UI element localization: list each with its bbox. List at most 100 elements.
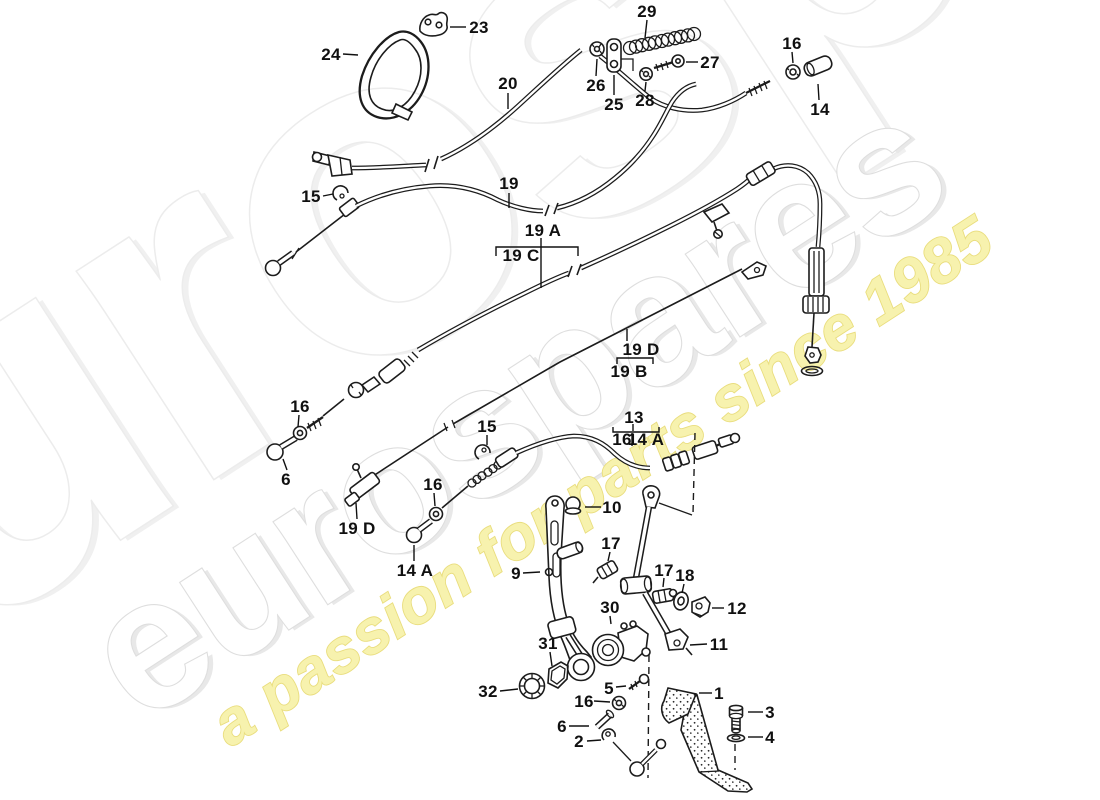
- vacuum-actuator-30: [591, 620, 651, 667]
- part-label-31: 31: [538, 634, 558, 653]
- part-label-25: 25: [604, 95, 624, 114]
- part-label-30: 30: [600, 598, 620, 617]
- nut-16-bottom: [611, 695, 627, 711]
- leader-line-17: [607, 551, 611, 562]
- callout-bracket-19d: [616, 329, 654, 364]
- cap-nut-10: [564, 496, 582, 515]
- pushrod: [629, 738, 667, 777]
- part-label-4: 4: [765, 728, 775, 747]
- leader-line-6: [282, 458, 288, 471]
- leader-line-30: [609, 615, 612, 625]
- cap-14: [803, 55, 833, 77]
- leader-line-16: [297, 414, 300, 428]
- spring-29: [622, 26, 702, 56]
- part-label-9: 9: [511, 564, 521, 583]
- leader-line-2: [586, 739, 602, 742]
- part-label-16: 16: [612, 430, 632, 449]
- leader-line-29: [644, 19, 648, 39]
- part-label-16: 16: [574, 692, 594, 711]
- pedal-stop-1: [660, 687, 754, 793]
- clip-2: [601, 728, 632, 762]
- leader-line-26: [595, 58, 598, 77]
- retaining-ring-24: [358, 30, 430, 122]
- bushing-17-upper: [592, 560, 619, 584]
- cable-19: [264, 84, 697, 277]
- part-label-14: 14: [810, 100, 830, 119]
- leader-line-19D: [355, 502, 358, 520]
- part-label-16: 16: [423, 475, 443, 494]
- accelerator-cable-19a: [266, 161, 830, 461]
- part-label-17: 17: [654, 561, 674, 580]
- part-label-1: 1: [714, 684, 724, 703]
- washer-18: [673, 591, 689, 611]
- part-label-6: 6: [557, 717, 567, 736]
- leader-line-16: [791, 51, 794, 64]
- part-label-27: 27: [700, 53, 720, 72]
- callout-bracket-13: [612, 424, 660, 446]
- part-label-10: 10: [602, 498, 622, 517]
- accelerator-pedal-lever-9: [544, 495, 596, 682]
- part-label-14A: 14 A: [628, 430, 664, 449]
- leader-line-16: [433, 492, 436, 507]
- bracket-25: [606, 38, 634, 73]
- part-label-32: 32: [478, 682, 498, 701]
- cable-clamp-23: [419, 11, 449, 37]
- part-label-19C: 19 C: [502, 246, 539, 265]
- bolt-3: [728, 704, 744, 734]
- part-label-26: 26: [586, 76, 606, 95]
- part-label-18: 18: [675, 566, 695, 585]
- part-label-24: 24: [321, 45, 341, 64]
- part-label-23: 23: [469, 18, 489, 37]
- gasket-31: [547, 661, 569, 689]
- part-label-16: 16: [290, 397, 310, 416]
- part-label-15: 15: [301, 187, 321, 206]
- part-label-17: 17: [601, 534, 621, 553]
- part-label-13: 13: [624, 408, 644, 427]
- part-label-28: 28: [635, 91, 655, 110]
- part-label-19D: 19 D: [622, 340, 659, 359]
- leader-line-32: [499, 688, 519, 692]
- leader-line-16: [593, 700, 611, 703]
- pull-rod-19b: [366, 261, 767, 481]
- part-label-29: 29: [637, 2, 657, 21]
- washer-4: [726, 733, 746, 743]
- part-label-20: 20: [498, 74, 518, 93]
- leader-line-5: [615, 685, 627, 688]
- nut-28: [638, 67, 653, 82]
- leader-line-11: [689, 643, 708, 646]
- bolt-27: [653, 54, 685, 72]
- bolt-5: [628, 673, 650, 691]
- part-label-19A: 19 A: [525, 221, 561, 240]
- part-label-11: 11: [710, 635, 729, 654]
- part-label-3: 3: [765, 703, 775, 722]
- part-label-12: 12: [727, 599, 747, 618]
- leader-line-24: [342, 53, 359, 56]
- leader-line-14: [817, 83, 820, 101]
- part-label-19B: 19 B: [610, 362, 647, 381]
- cable-guide-19d: [344, 462, 381, 507]
- part-label-16: 16: [782, 34, 802, 53]
- clip-12: [691, 596, 711, 618]
- grommet-26: [589, 41, 605, 57]
- pin-6-bottom: [594, 709, 615, 730]
- leader-line-28: [644, 81, 647, 92]
- leader-line-18: [681, 583, 685, 594]
- part-label-14A: 14 A: [397, 561, 433, 580]
- cable-20: [311, 50, 771, 177]
- bushing-17-lower: [651, 588, 678, 604]
- part-label-19: 19: [499, 174, 519, 193]
- callout-bracket-19a: [495, 238, 579, 288]
- leader-line-17: [662, 577, 665, 588]
- part-label-19D: 19 D: [338, 519, 375, 538]
- part-label-15: 15: [477, 417, 497, 436]
- cable-13: [405, 432, 741, 544]
- leader-line-15: [322, 193, 334, 197]
- leader-line-9: [522, 571, 541, 574]
- throttle-lever-11: [619, 485, 693, 656]
- ring-32: [518, 672, 546, 700]
- part-label-5: 5: [604, 679, 614, 698]
- nut-16-top: [785, 64, 801, 80]
